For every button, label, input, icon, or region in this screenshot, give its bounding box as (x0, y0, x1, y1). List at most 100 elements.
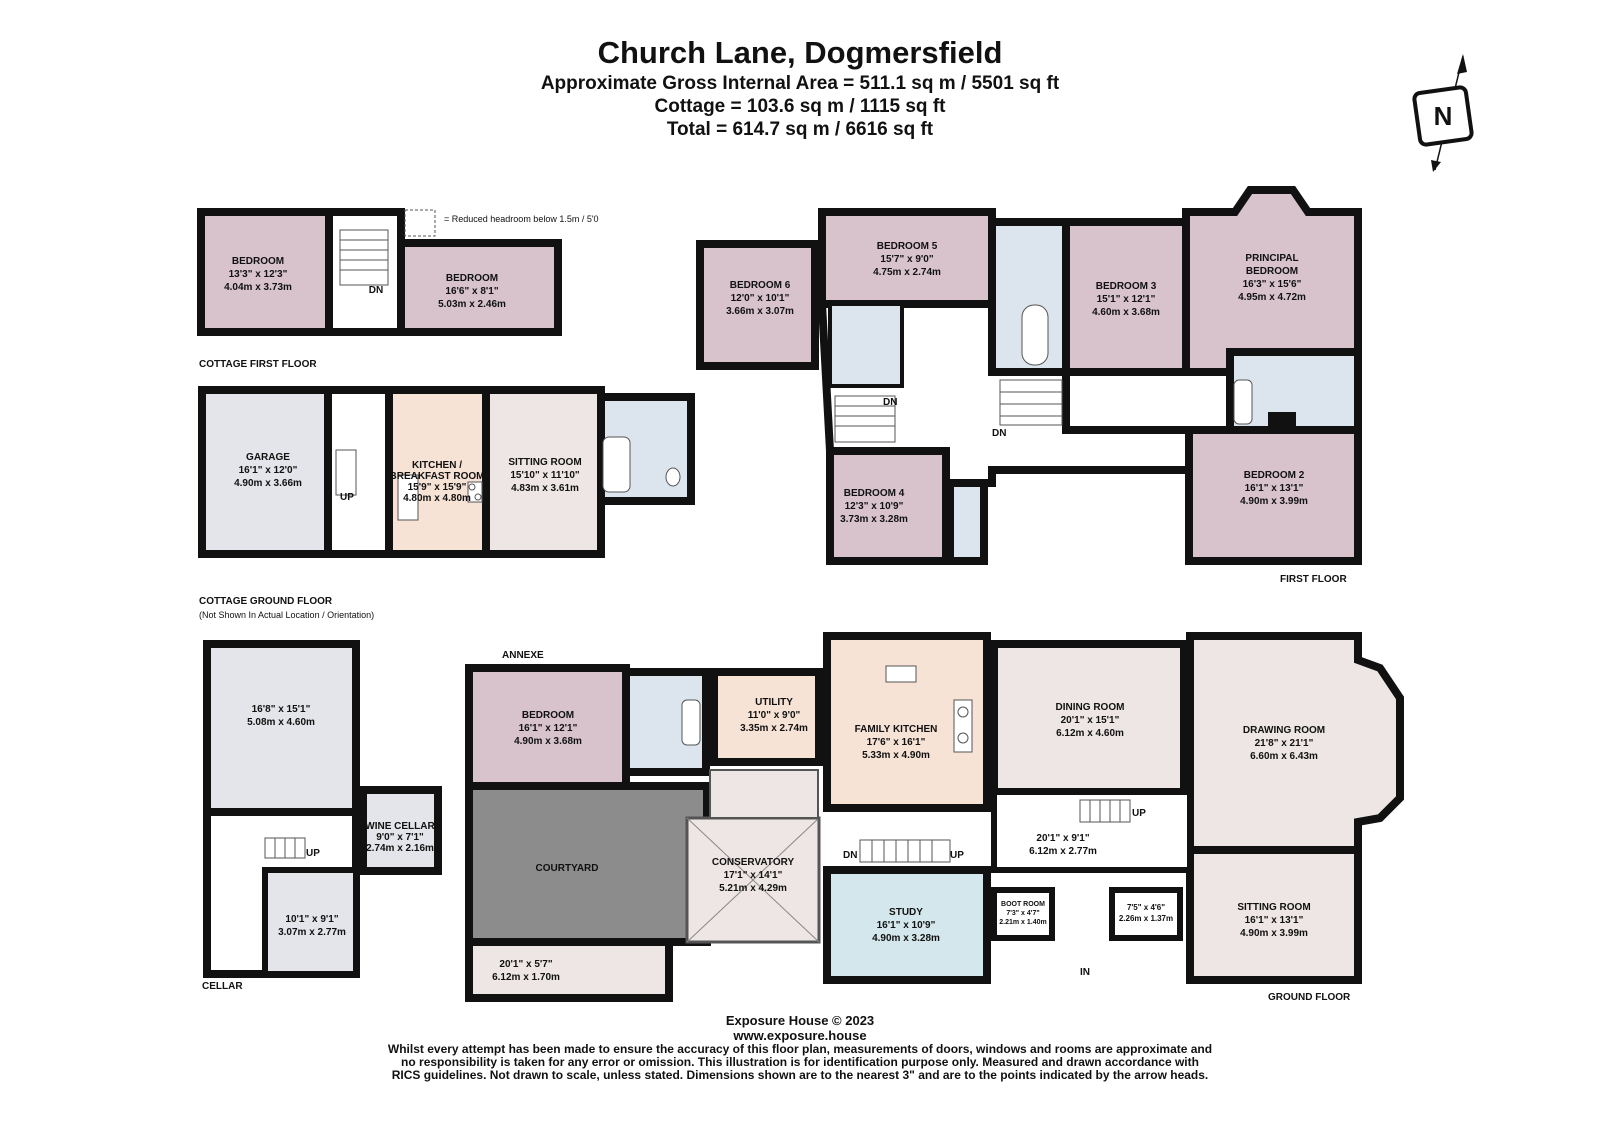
room-dim-metric: 4.90m x 3.66m (234, 478, 302, 489)
room-name: SITTING ROOM (1237, 902, 1310, 913)
cottage-first-floor: = Reduced headroom below 1.5m / 5'0 BEDR… (197, 208, 599, 370)
website-link[interactable]: www.exposure.house (733, 1028, 867, 1043)
room-dim-imperial: 16'3" x 15'6" (1243, 279, 1302, 290)
stair-up-marker: UP (1132, 808, 1146, 819)
room-dim-metric: 4.90m x 3.68m (514, 736, 582, 747)
room-dim-imperial: 16'8" x 15'1" (252, 704, 311, 715)
room-dim-metric: 6.12m x 1.70m (492, 972, 560, 983)
floor-label-cottage-ground-note: (Not Shown In Actual Location / Orientat… (199, 610, 374, 620)
stair-down-marker: DN (843, 850, 857, 861)
room-name: BEDROOM 5 (877, 241, 938, 252)
ground-floor: BEDROOM 16'1" x 12'1" 4.90m x 3.68m UTIL… (465, 632, 1404, 1003)
room-dim-imperial: 12'3" x 10'9" (845, 501, 904, 512)
room-dim-metric: 4.04m x 3.73m (224, 282, 292, 293)
room-dim-metric: 4.90m x 3.28m (872, 933, 940, 944)
room-dim-metric: 4.83m x 3.61m (511, 483, 579, 494)
room-dim-metric: 3.66m x 3.07m (726, 306, 794, 317)
room-name: DINING ROOM (1056, 702, 1125, 713)
room-name: BEDROOM 6 (730, 280, 791, 291)
room-dim-metric: 5.03m x 2.46m (438, 299, 506, 310)
room-name: CONSERVATORY (712, 857, 795, 868)
room-dim-imperial: 15'1" x 12'1" (1097, 294, 1156, 305)
room-name-2: BEDROOM (1246, 266, 1298, 277)
north-compass-icon: N (1412, 54, 1474, 172)
room-dim-imperial: 16'1" x 12'1" (519, 723, 578, 734)
copyright: Exposure House © 2023 (725, 1013, 875, 1028)
room-name: BEDROOM 3 (1096, 281, 1157, 292)
room-dim-imperial: 16'6" x 8'1" (445, 286, 498, 297)
room-name: UTILITY (755, 697, 793, 708)
headroom-legend: = Reduced headroom below 1.5m / 5'0 (444, 214, 599, 224)
room-dim-imperial: 7'5" x 4'6" (1127, 903, 1165, 912)
stair-up-marker: UP (950, 850, 964, 861)
room-name: BEDROOM (446, 273, 498, 284)
room-dim-metric: 6.60m x 6.43m (1250, 751, 1318, 762)
room-name: BOOT ROOM (1001, 901, 1045, 908)
room-dim-metric: 5.33m x 4.90m (862, 750, 930, 761)
room-name: DRAWING ROOM (1243, 725, 1325, 736)
room-dim-metric: 3.73m x 3.28m (840, 514, 908, 525)
room-dim-imperial: 20'1" x 5'7" (499, 959, 552, 970)
room-name: PRINCIPAL (1245, 253, 1298, 264)
room-dim-imperial: 9'0" x 7'1" (376, 832, 424, 843)
cottage-area-line: Cottage = 103.6 sq m / 1115 sq ft (654, 96, 946, 117)
room-dim-imperial: 20'1" x 9'1" (1036, 833, 1089, 844)
floor-label-cottage-ground: COTTAGE GROUND FLOOR (199, 596, 333, 607)
room-dim-metric: 2.26m x 1.37m (1119, 914, 1173, 923)
floor-label-first: FIRST FLOOR (1280, 574, 1347, 585)
room-name: KITCHEN / (412, 460, 462, 471)
room-dim-imperial: 16'1" x 13'1" (1245, 915, 1304, 926)
room-dim-metric: 3.35m x 2.74m (740, 723, 808, 734)
compass-label: N (1434, 101, 1453, 131)
room-dim-imperial: 15'10" x 11'10" (510, 470, 580, 481)
floor-label-ground: GROUND FLOOR (1268, 992, 1351, 1003)
disclaimer-line: no responsibility is taken for any error… (401, 1055, 1199, 1069)
room-name: BEDROOM 2 (1244, 470, 1305, 481)
stair-down-marker: DN (992, 428, 1006, 439)
room-dim-metric: 5.21m x 4.29m (719, 883, 787, 894)
room-name: BEDROOM (522, 710, 574, 721)
room-dim-metric: 3.07m x 2.77m (278, 927, 346, 938)
first-floor: BEDROOM 6 12'0" x 10'1" 3.66m x 3.07m BE… (696, 186, 1362, 585)
page-title: Church Lane, Dogmersfield (597, 35, 1003, 70)
room-dim-metric: 4.80m x 4.80m (403, 493, 471, 504)
room-name: WINE CELLAR (365, 821, 435, 832)
floor-label-annexe: ANNEXE (502, 650, 544, 661)
room-dim-imperial: 17'1" x 14'1" (724, 870, 783, 881)
room-name: BEDROOM 4 (844, 488, 905, 499)
room-dim-metric: 4.75m x 2.74m (873, 267, 941, 278)
room-name: STUDY (889, 907, 923, 918)
room-dim-metric: 4.90m x 3.99m (1240, 496, 1308, 507)
room-dim-imperial: 13'3" x 12'3" (229, 269, 288, 280)
room-dim-metric: 4.90m x 3.99m (1240, 928, 1308, 939)
cottage-ground-floor: GARAGE 16'1" x 12'0" 4.90m x 3.66m KITCH… (198, 386, 695, 620)
floor-label-cellar: CELLAR (202, 981, 243, 992)
room-dim-metric: 2.74m x 2.16m (366, 843, 434, 854)
room-dim-metric: 2.21m x 1.40m (999, 919, 1046, 926)
room-dim-imperial: 11'0" x 9'0" (748, 710, 801, 721)
room-dim-metric: 6.12m x 4.60m (1056, 728, 1124, 739)
room-dim-imperial: 16'1" x 10'9" (877, 920, 936, 931)
header: Church Lane, Dogmersfield Approximate Gr… (0, 34, 1600, 141)
room-dim-imperial: 16'1" x 13'1" (1245, 483, 1304, 494)
room-dim-imperial: 21'8" x 21'1" (1255, 738, 1314, 749)
stair-down-marker: DN (369, 285, 383, 296)
room-dim-imperial: 15'7" x 9'0" (880, 254, 933, 265)
room-dim-imperial: 16'1" x 12'0" (239, 465, 298, 476)
entrance-marker: IN (1080, 967, 1090, 978)
room-dim-imperial: 15'9" x 15'9" (408, 482, 467, 493)
room-dim-imperial: 17'6" x 16'1" (867, 737, 926, 748)
room-dim-imperial: 20'1" x 15'1" (1061, 715, 1120, 726)
room-name-2: BREAKFAST ROOM (390, 471, 485, 482)
room-name: COURTYARD (536, 863, 599, 874)
disclaimer-line: Whilst every attempt has been made to en… (387, 1042, 1213, 1056)
room-name: FAMILY KITCHEN (855, 724, 938, 735)
floor-label-cottage-first: COTTAGE FIRST FLOOR (199, 359, 317, 370)
room-name: GARAGE (246, 452, 290, 463)
stair-down-marker: DN (883, 397, 897, 408)
room-dim-imperial: 7'3" x 4'7" (1006, 910, 1039, 917)
room-dim-metric: 5.08m x 4.60m (247, 717, 315, 728)
total-area-line: Total = 614.7 sq m / 6616 sq ft (666, 119, 934, 140)
gross-area-line: Approximate Gross Internal Area = 511.1 … (540, 73, 1060, 94)
